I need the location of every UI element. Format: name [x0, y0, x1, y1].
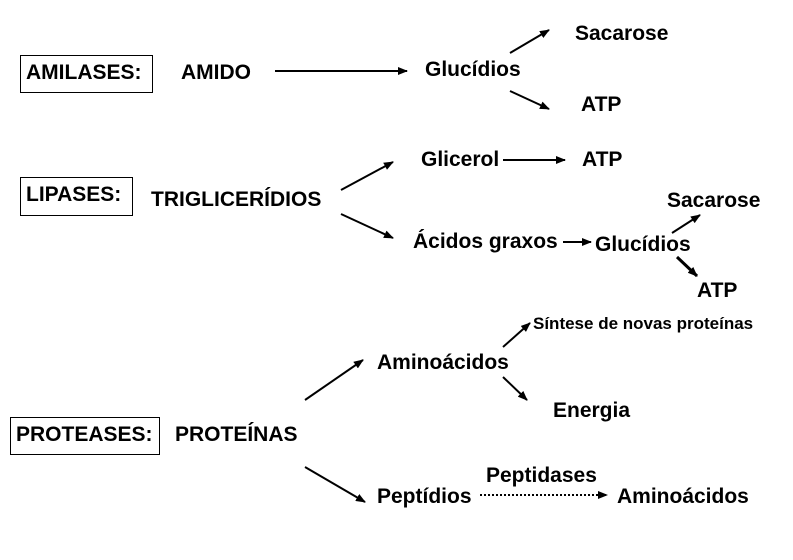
product-sacarose-2: Sacarose	[667, 189, 761, 212]
product-glicerol: Glicerol	[421, 148, 500, 171]
substrate-amido: AMIDO	[181, 61, 251, 84]
arrow-glucidios-sacarose	[509, 29, 550, 54]
enzyme-box-proteases: PROTEASES:	[10, 417, 160, 455]
enzyme-box-lipases: LIPASES:	[20, 177, 133, 216]
arrow-trig-acidos	[340, 213, 394, 239]
arrow-trig-glicerol	[340, 161, 394, 191]
product-glucidios: Glucídios	[425, 58, 521, 81]
arrow-glucidios-atp	[509, 90, 550, 110]
product-aminoacidos: Aminoácidos	[377, 351, 509, 374]
enzyme-box-amilases: AMILASES:	[20, 55, 153, 93]
arrow-glucidios-atp-2	[675, 255, 699, 278]
product-sacarose: Sacarose	[575, 22, 669, 45]
product-acidos-graxos: Ácidos graxos	[413, 230, 558, 253]
product-aminoacidos-final: Aminoácidos	[617, 485, 749, 508]
product-sintese: Síntese de novas proteínas	[533, 314, 754, 333]
product-energia: Energia	[553, 399, 631, 422]
product-peptidios: Peptídios	[377, 485, 472, 508]
product-atp: ATP	[581, 93, 622, 116]
substrate-triglicerídios: TRIGLICERÍDIOS	[151, 188, 322, 211]
substrate-proteinas: PROTEÍNAS	[175, 423, 298, 446]
product-atp-2: ATP	[697, 279, 738, 302]
arrow-glucidios-sacarose-2	[671, 214, 701, 234]
arrow-aminoacidos-energia	[502, 376, 528, 401]
product-glucidios-2: Glucídios	[595, 233, 691, 256]
product-glicerol-atp: ATP	[582, 148, 623, 171]
arrow-proteinas-aminoacidos	[304, 359, 364, 401]
arrow-proteinas-peptidios	[304, 466, 366, 503]
enzyme-peptidases: Peptidases	[486, 464, 597, 487]
arrow-aminoacidos-sintese	[502, 322, 531, 348]
